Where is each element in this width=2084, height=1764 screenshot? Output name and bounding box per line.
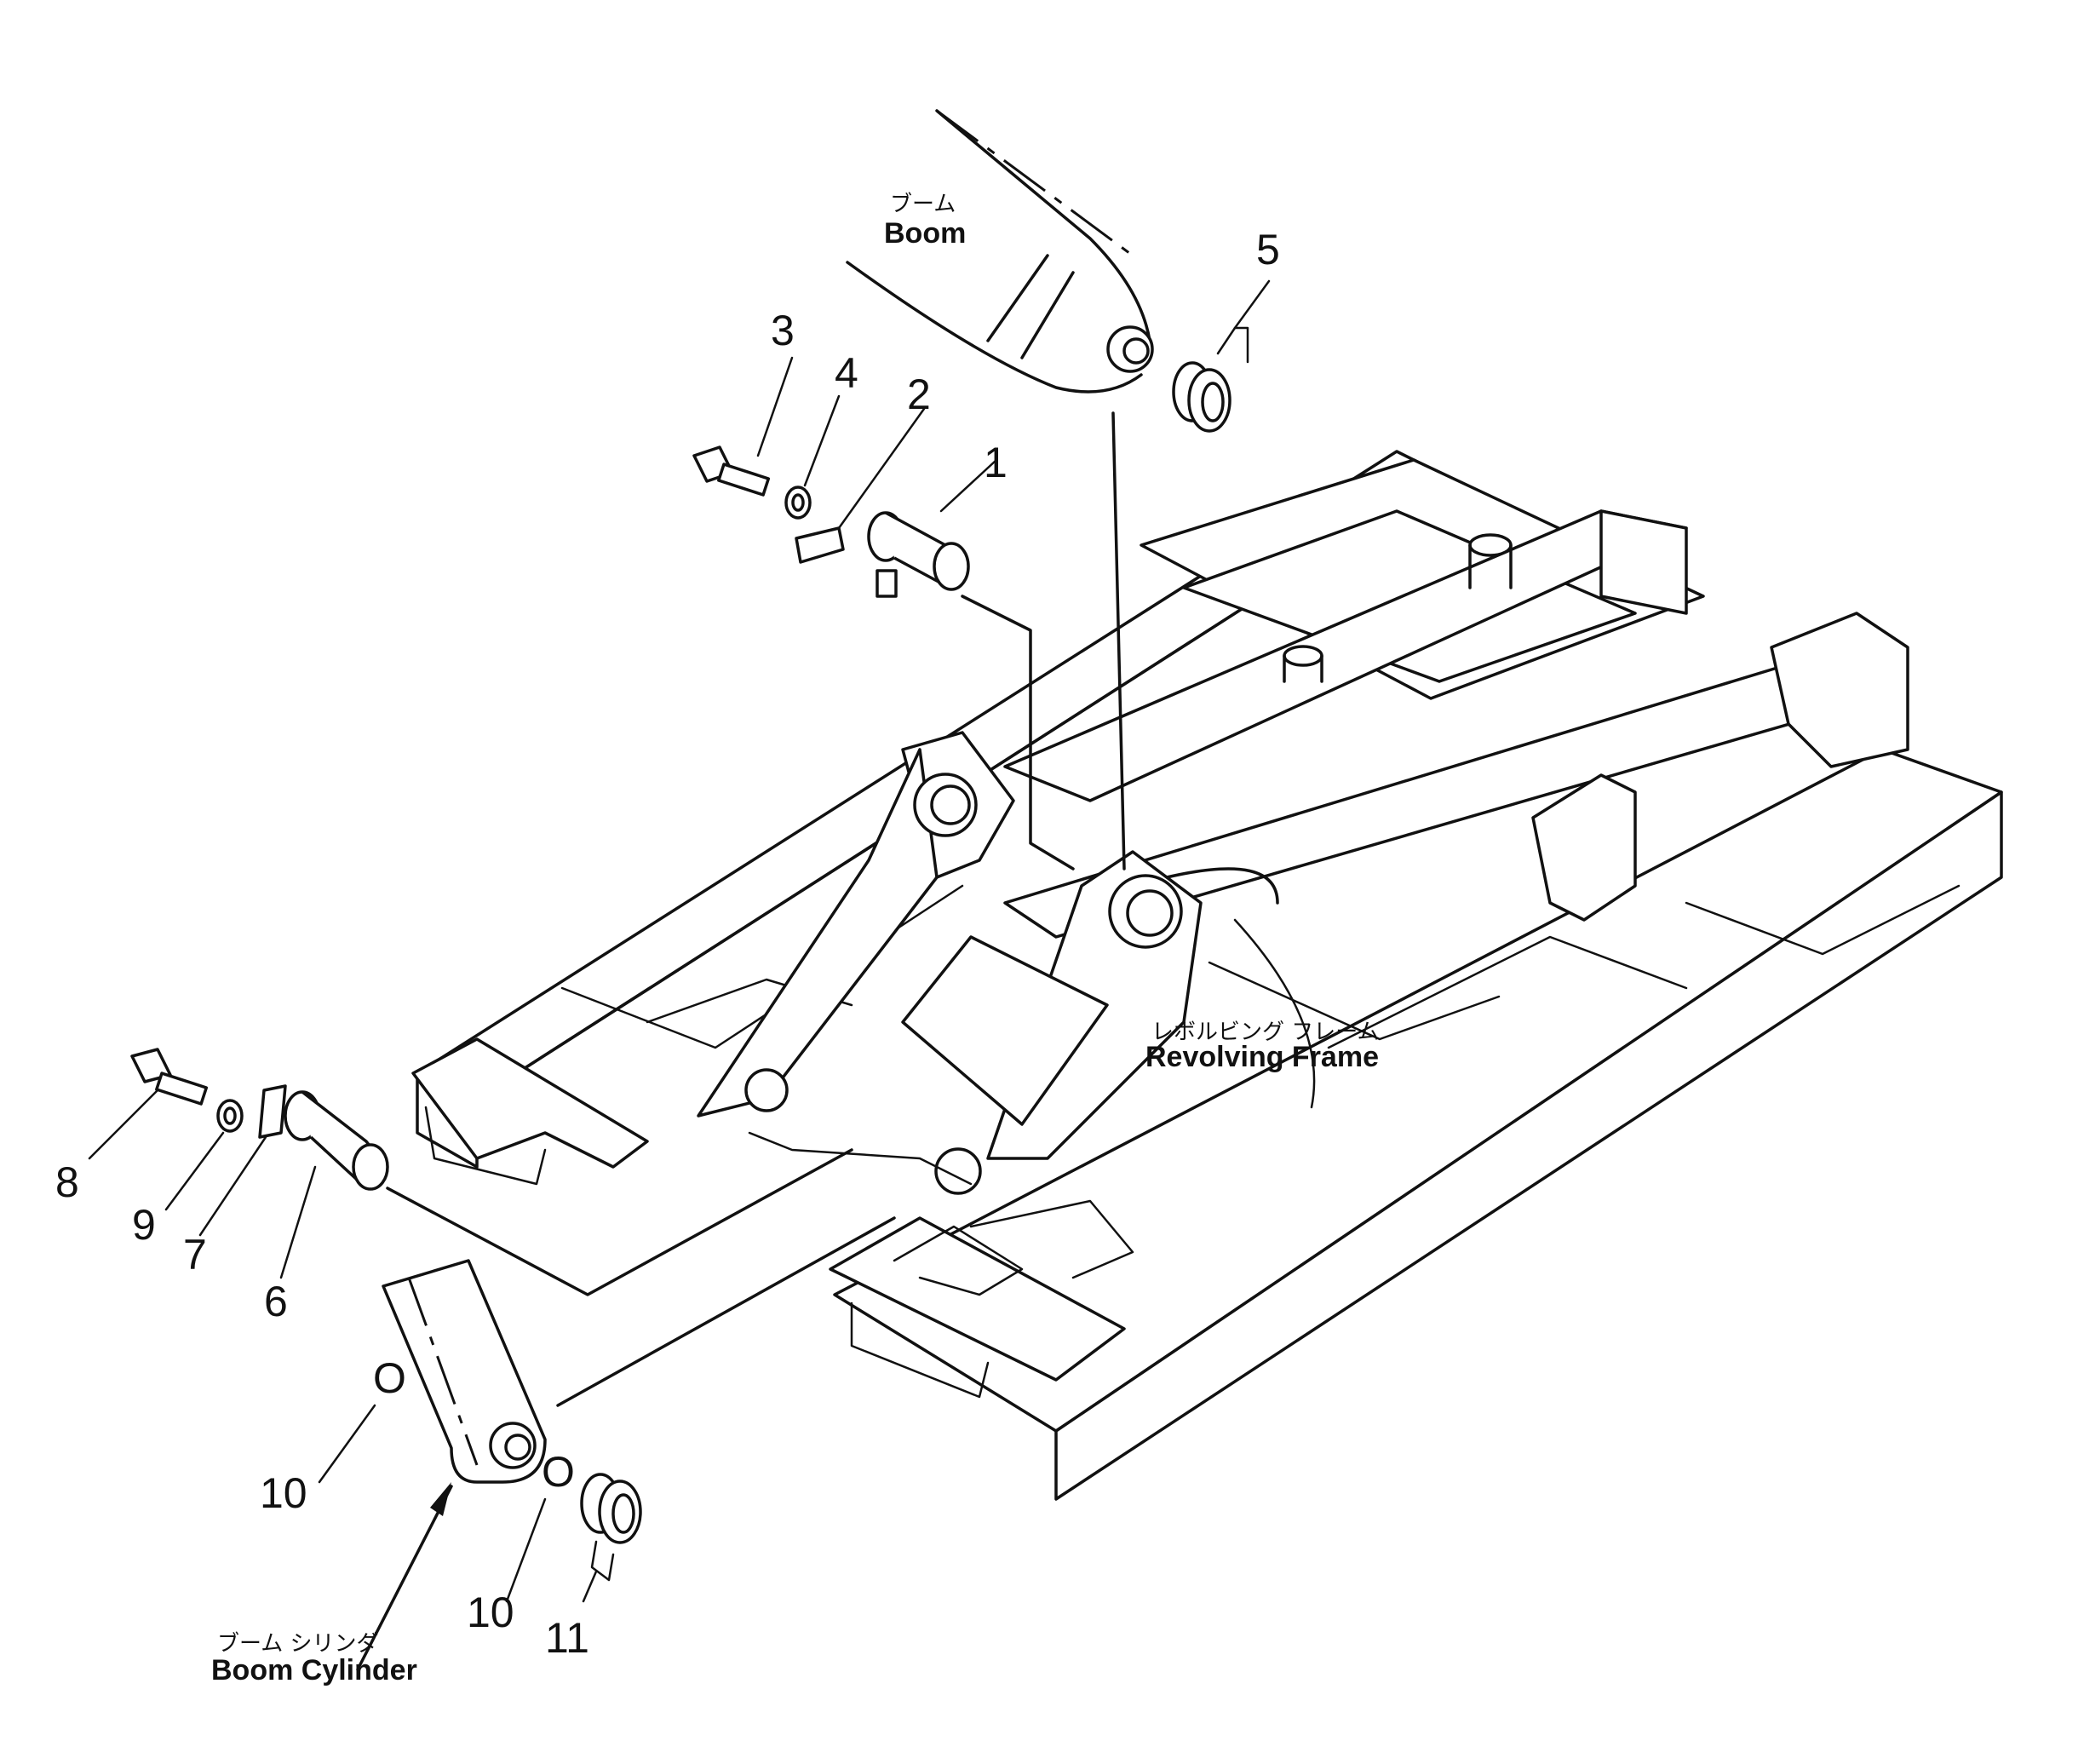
boom-label-en: Boom [884,217,966,250]
part-10-ring-upper: O [318,1354,406,1484]
revolving-frame-drawing [411,450,2003,1501]
part-7-plate [198,1084,287,1237]
callout-10-upper: 10 [260,1469,307,1517]
callout-11: 11 [545,1614,589,1662]
callout-7: 7 [183,1231,207,1278]
part-6-pin [279,1090,853,1296]
callout-5: 5 [1256,226,1280,273]
callout-4: 4 [835,349,858,397]
part-1-pin [867,458,1075,871]
part-9-washer [164,1099,244,1211]
part-4-washer [784,394,841,520]
cylinder-label-en: Boom Cylinder [211,1654,417,1686]
boom-cylinder-drawing [356,1216,896,1671]
frame-label-jp: レボルビング フレーム [1151,1020,1380,1045]
part-11-shims [580,1473,642,1603]
callout-6: 6 [264,1278,288,1325]
callout-8: 8 [55,1158,79,1206]
callout-3: 3 [771,307,795,354]
callout-2: 2 [907,371,931,418]
boom-foot-bracket [697,731,1203,1195]
callout-1: 1 [984,439,1008,486]
part-3-bolt [692,356,794,497]
part-8-bolt [88,1048,209,1160]
boom-drawing [846,109,1154,871]
boom-label-jp: ブーム [890,192,956,217]
part-2-plate [795,407,926,564]
ring-glyph-lower: O [542,1448,575,1496]
callout-9: 9 [132,1201,156,1249]
callout-10-lower: 10 [467,1589,514,1636]
cylinder-label-jp: ブーム シリンダ [217,1631,379,1657]
ring-glyph-upper: O [373,1354,406,1402]
part-5-shims [1172,279,1271,433]
part-10-ring-lower: O [505,1448,575,1603]
frame-label-en: Revolving Frame [1145,1041,1379,1073]
